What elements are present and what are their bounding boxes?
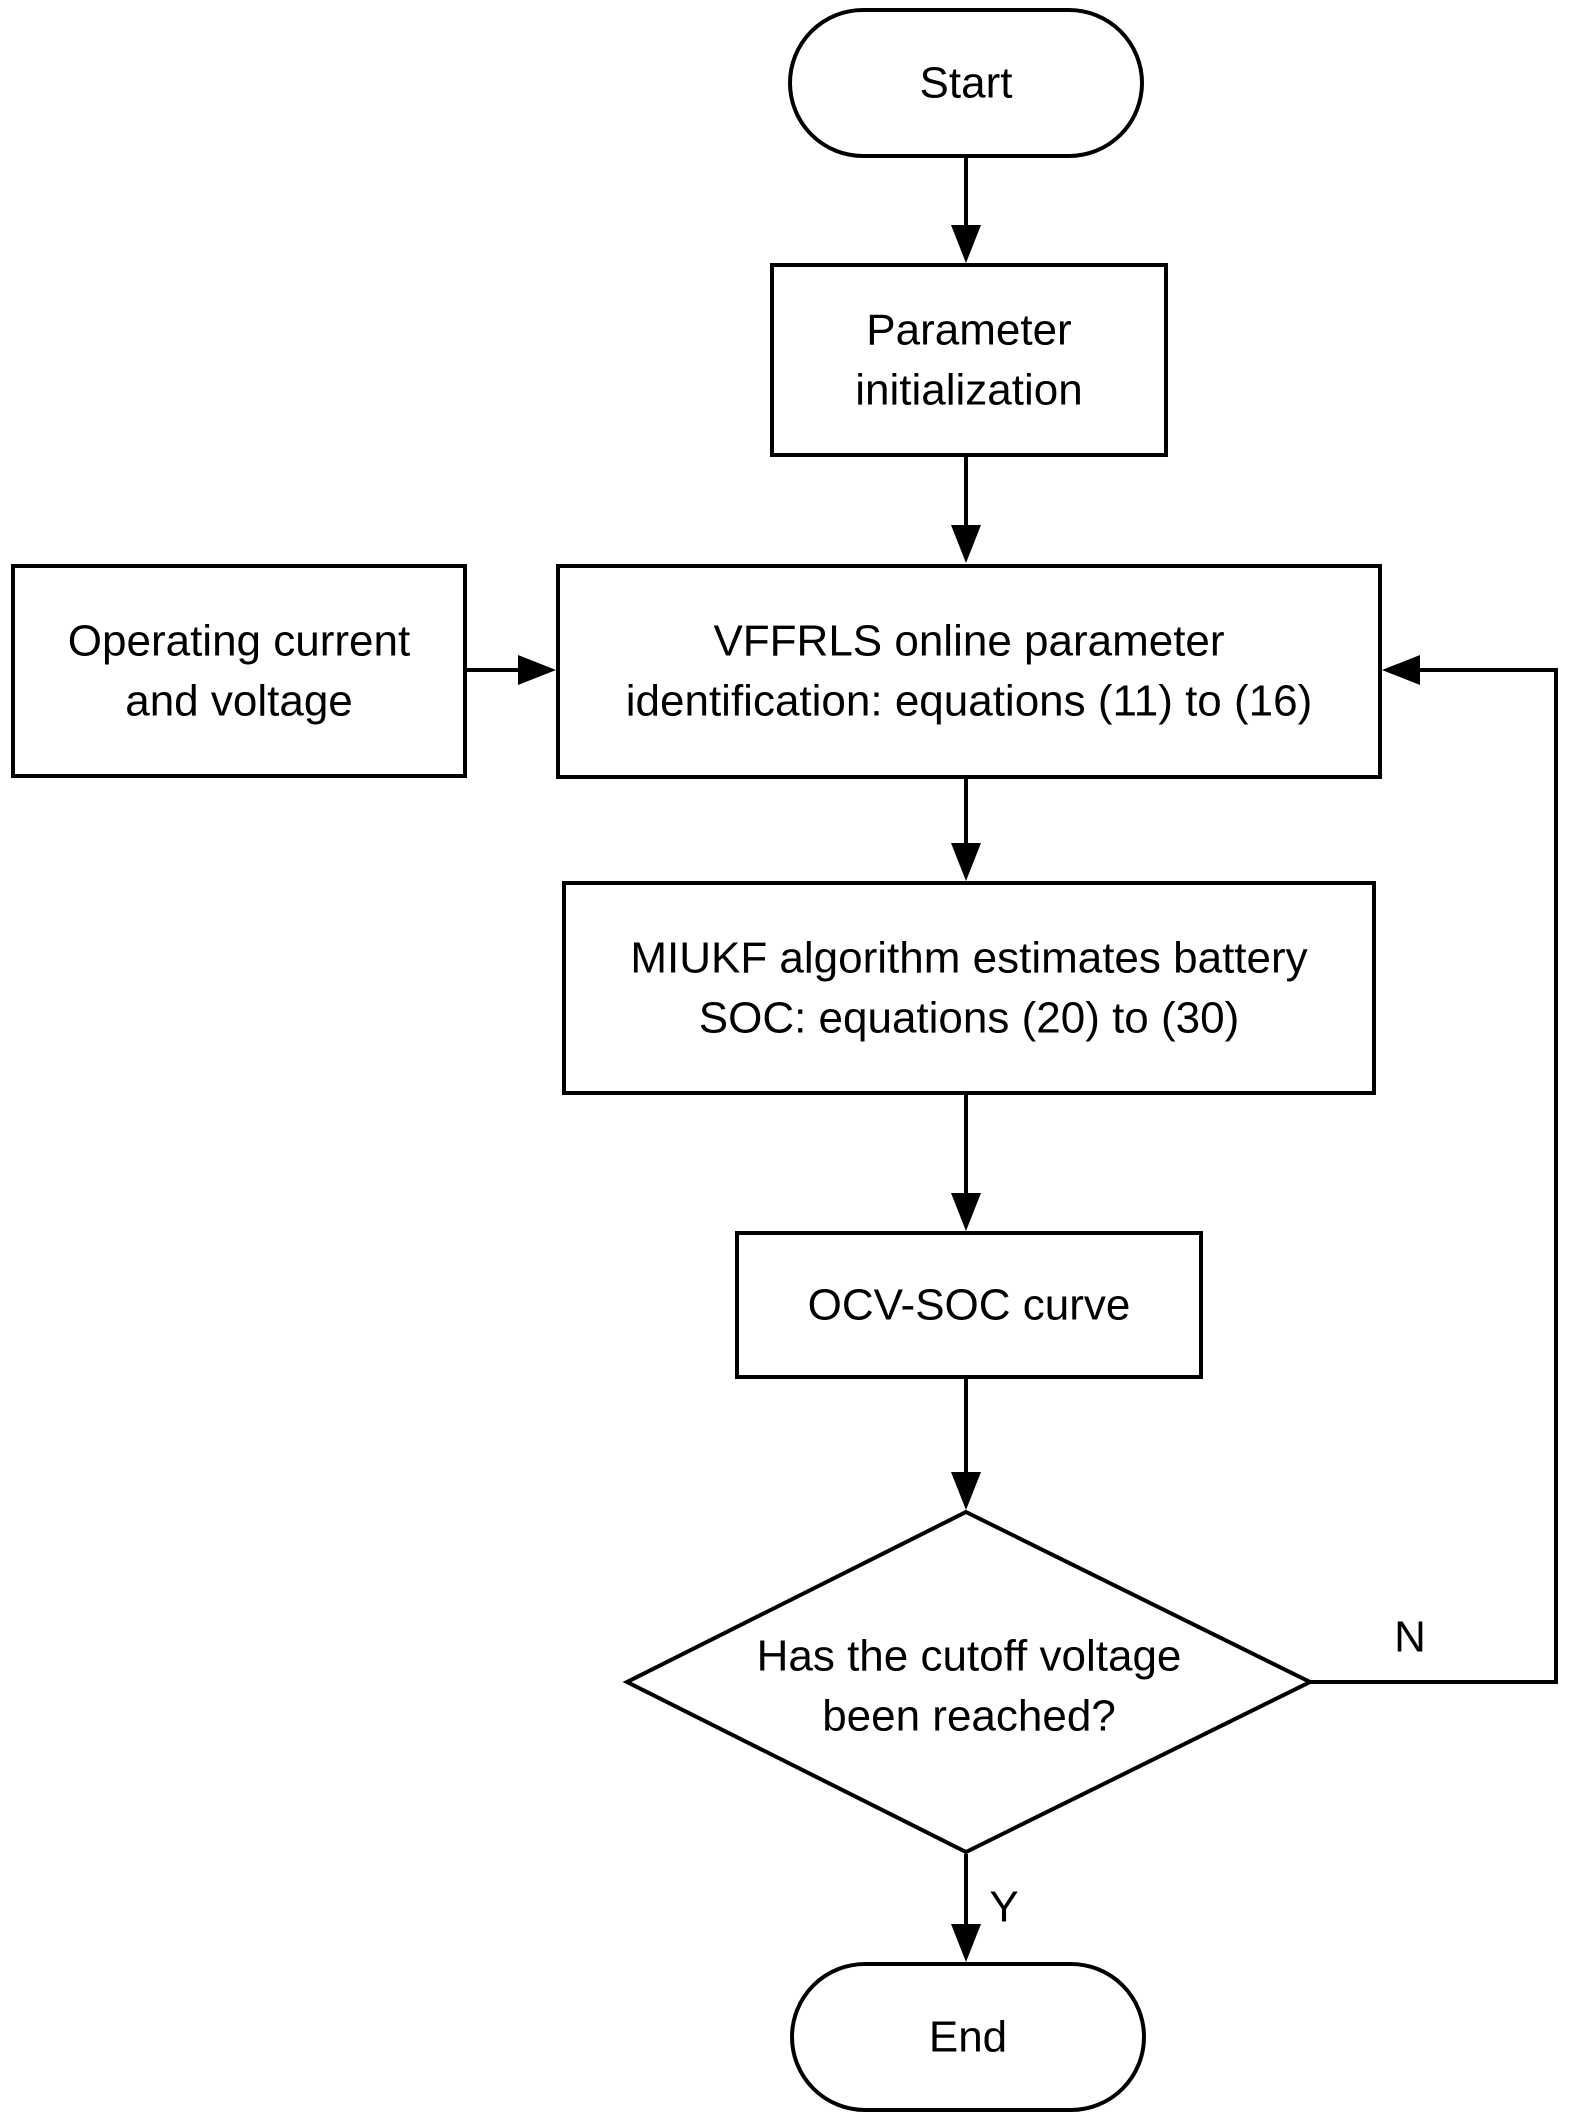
arrowhead-ocv-to-decision bbox=[951, 1472, 981, 1510]
node-decision-cutoff-voltage-line2: been reached? bbox=[822, 1692, 1116, 1741]
node-ocv-soc-curve-label: OCV-SOC curve bbox=[808, 1281, 1131, 1330]
arrowhead-decision-yes bbox=[951, 1924, 981, 1962]
node-vffrls-identification-line1: VFFRLS online parameter bbox=[713, 617, 1224, 666]
node-operating-current-voltage-line1: Operating current bbox=[68, 617, 410, 666]
node-miukf-soc-estimation-line1: MIUKF algorithm estimates battery bbox=[630, 934, 1307, 983]
node-start: Start bbox=[788, 8, 1144, 158]
node-parameter-initialization-line1: Parameter bbox=[866, 306, 1071, 355]
node-end-label: End bbox=[929, 2013, 1007, 2062]
node-miukf-soc-estimation-line2: SOC: equations (20) to (30) bbox=[699, 994, 1239, 1043]
node-vffrls-identification-line2: identification: equations (11) to (16) bbox=[626, 677, 1312, 726]
node-decision-cutoff-voltage: Has the cutoff voltage been reached? bbox=[622, 1509, 1315, 1855]
arrowhead-operating-to-vffrls bbox=[518, 655, 556, 685]
node-decision-cutoff-voltage-line1: Has the cutoff voltage bbox=[757, 1632, 1182, 1681]
arrowhead-start-to-init bbox=[951, 225, 981, 263]
node-vffrls-identification: VFFRLS online parameter identification: … bbox=[556, 564, 1382, 779]
node-parameter-initialization-line2: initialization bbox=[855, 366, 1082, 415]
node-ocv-soc-curve: OCV-SOC curve bbox=[735, 1231, 1203, 1379]
node-operating-current-voltage: Operating current and voltage bbox=[11, 564, 467, 778]
arrowhead-init-to-vffrls bbox=[951, 525, 981, 563]
arrowhead-vffrls-to-miukf bbox=[951, 843, 981, 881]
node-start-label: Start bbox=[920, 59, 1013, 108]
node-parameter-initialization: Parameter initialization bbox=[770, 263, 1168, 457]
edge-label-yes: Y bbox=[989, 1883, 1018, 1932]
node-end: End bbox=[790, 1962, 1146, 2112]
arrowhead-decision-no-loop bbox=[1382, 655, 1420, 685]
node-miukf-soc-estimation: MIUKF algorithm estimates battery SOC: e… bbox=[562, 881, 1376, 1095]
edge-decision-no-loop bbox=[1310, 668, 1558, 1684]
arrowhead-miukf-to-ocv bbox=[951, 1193, 981, 1231]
edge-label-no: N bbox=[1394, 1613, 1426, 1662]
node-operating-current-voltage-line2: and voltage bbox=[125, 677, 353, 726]
